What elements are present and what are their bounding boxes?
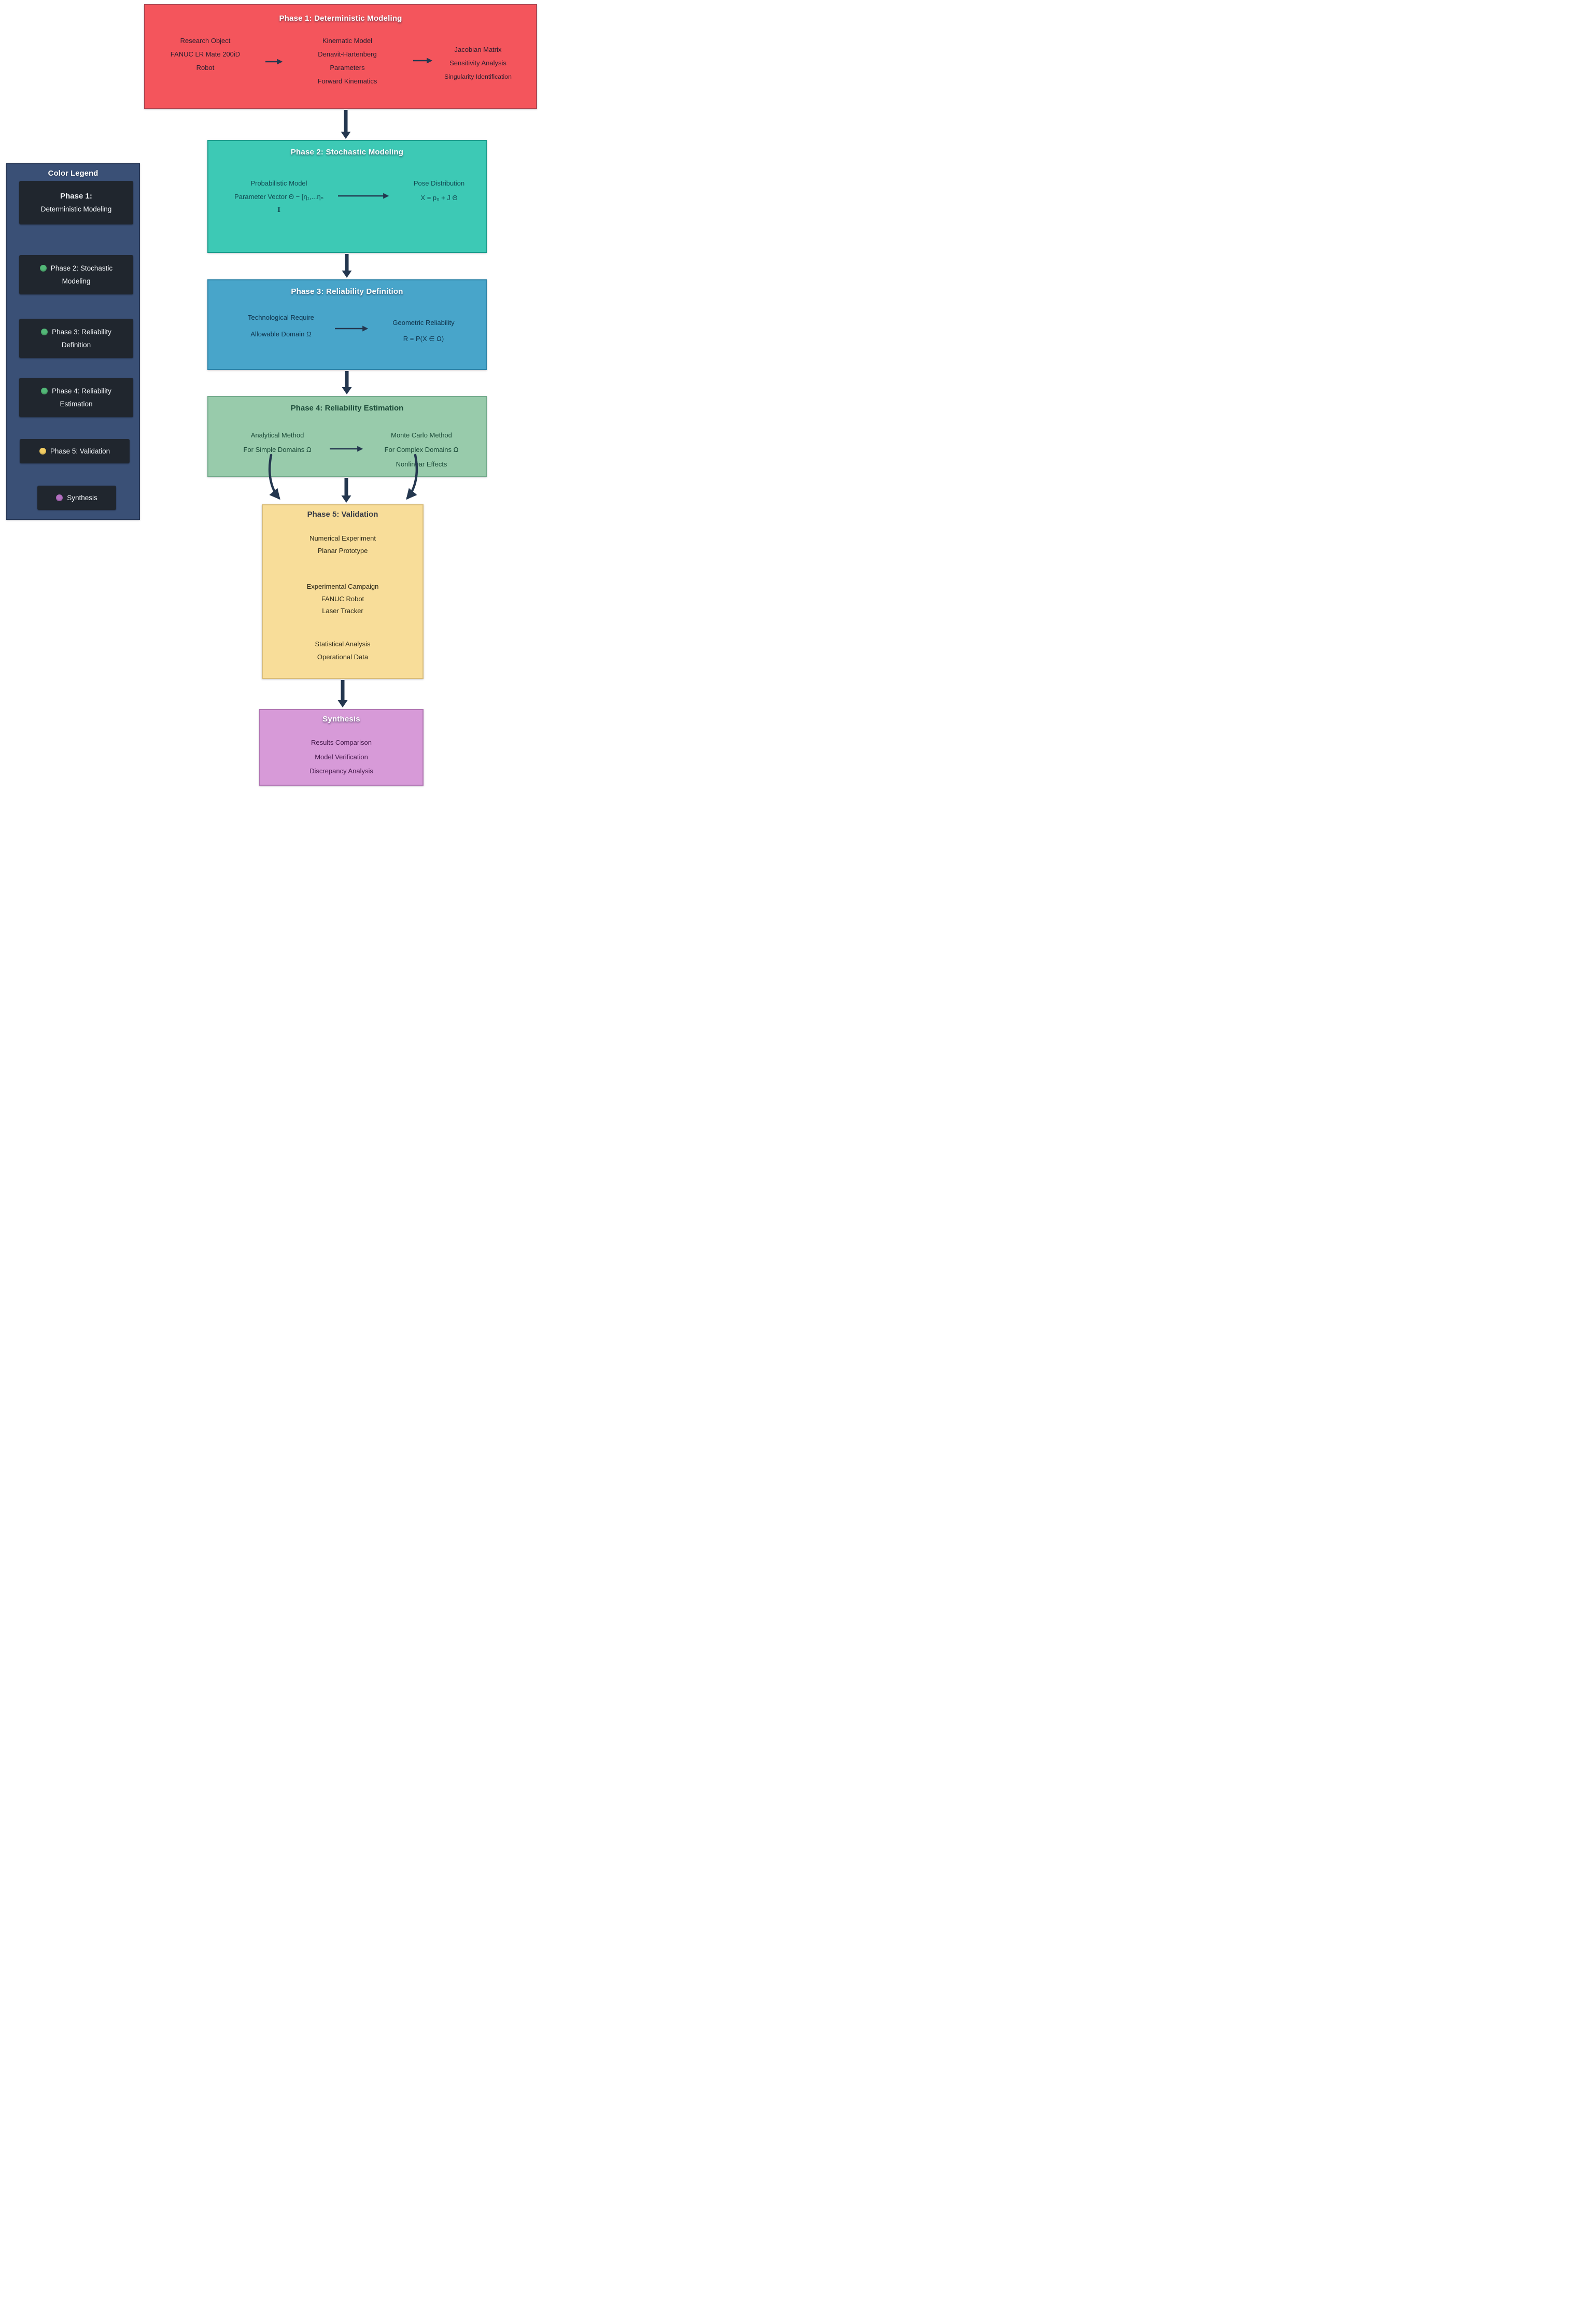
phase1-jacobian-column: Jacobian Matrix Sensitivity Analysis Sin… bbox=[418, 43, 538, 83]
text-line: Experimental Campaign bbox=[306, 583, 379, 590]
phase4-right-column: Monte Carlo Method For Complex Domains Ω… bbox=[364, 428, 479, 472]
synthesis-box: Synthesis Results Comparison Model Verif… bbox=[259, 709, 424, 786]
text-line: FANUC LR Mate 200iD bbox=[170, 50, 241, 58]
phase3-title: Phase 3: Reliability Definition bbox=[291, 287, 403, 296]
phase4-box: Phase 4: Reliability Estimation Analytic… bbox=[207, 396, 487, 477]
text-line: Jacobian Matrix bbox=[454, 46, 502, 53]
phase1-title: Phase 1: Deterministic Modeling bbox=[279, 14, 402, 23]
legend-item-phase4: Phase 4: Reliability Estimation bbox=[19, 378, 133, 417]
legend-label: Deterministic Modeling bbox=[40, 205, 112, 213]
phase1-box: Phase 1: Deterministic Modeling Research… bbox=[144, 4, 537, 109]
text-line: Kinematic Model bbox=[322, 37, 373, 45]
text-line: Singularity Identification bbox=[444, 73, 512, 80]
color-legend-panel: Color Legend Phase 1: Deterministic Mode… bbox=[6, 163, 140, 520]
arrow-phase3-phase4-icon bbox=[342, 371, 352, 394]
text-line: Results Comparison bbox=[311, 739, 372, 746]
arrow-phase4-phase5-icon bbox=[341, 478, 351, 503]
formula-line: X = p₀ + J Θ bbox=[420, 194, 458, 202]
synthesis-lines: Results Comparison Model Verification Di… bbox=[260, 735, 422, 778]
phase5-numerical-group: Numerical Experiment Planar Prototype bbox=[263, 532, 422, 557]
text-line: FANUC Robot bbox=[321, 594, 364, 603]
text-line: Technological Require bbox=[248, 314, 314, 321]
phase2-left-column: Probabilistic Model Parameter Vector Θ −… bbox=[214, 177, 344, 217]
legend-label: Definition bbox=[61, 341, 91, 349]
phase5-experimental-group: Experimental Campaign FANUC Robot Laser … bbox=[263, 580, 422, 617]
text-line: Denavit-Hartenberg bbox=[318, 50, 377, 58]
legend-item-phase2: Phase 2: Stochastic Modeling bbox=[19, 255, 133, 294]
text-line: Allowable Domain Ω bbox=[250, 330, 312, 338]
formula-line: I bbox=[277, 206, 281, 214]
text-line: For Complex Domains Ω bbox=[384, 446, 459, 454]
green-dot-icon bbox=[41, 388, 48, 394]
text-line: Forward Kinematics bbox=[317, 77, 377, 85]
text-line: Research Object bbox=[180, 37, 231, 45]
legend-item-synthesis: Synthesis bbox=[37, 486, 116, 510]
text-line: Geometric Reliability bbox=[392, 319, 455, 327]
text-line: Planar Prototype bbox=[317, 547, 368, 555]
phase3-left-column: Technological Require Allowable Domain Ω bbox=[219, 309, 343, 343]
text-line: Model Verification bbox=[315, 753, 368, 761]
legend-title: Color Legend bbox=[48, 169, 98, 178]
green-dot-icon bbox=[41, 329, 48, 335]
text-line: Statistical Analysis bbox=[315, 640, 371, 648]
text-line: Numerical Experiment bbox=[309, 534, 376, 542]
phase2-box: Phase 2: Stochastic Modeling Probabilist… bbox=[207, 140, 487, 253]
text-line: Sensitivity Analysis bbox=[449, 59, 506, 67]
legend-label: Estimation bbox=[60, 400, 93, 408]
legend-label: Phase 3: Reliability bbox=[52, 328, 111, 336]
legend-item-phase3: Phase 3: Reliability Definition bbox=[19, 319, 133, 358]
text-line: Parameter Vector Θ − [η₁,...ηₙ bbox=[234, 193, 323, 201]
arrow-phase5-synthesis-icon bbox=[337, 680, 348, 707]
phase2-title: Phase 2: Stochastic Modeling bbox=[290, 148, 404, 157]
legend-item-phase5: Phase 5: Validation bbox=[20, 439, 130, 463]
text-line: Laser Tracker bbox=[322, 607, 363, 615]
formula-line: R = P(X ∈ Ω) bbox=[403, 335, 444, 343]
text-line: Discrepancy Analysis bbox=[309, 767, 373, 775]
synthesis-title: Synthesis bbox=[322, 715, 360, 724]
legend-label: Synthesis bbox=[67, 494, 97, 502]
phase5-title: Phase 5: Validation bbox=[307, 510, 378, 519]
phase5-box: Phase 5: Validation Numerical Experiment… bbox=[262, 504, 424, 679]
phase4-left-column: Analytical Method For Simple Domains Ω bbox=[220, 428, 334, 457]
legend-label: Phase 1: bbox=[60, 192, 92, 201]
phase4-title: Phase 4: Reliability Estimation bbox=[290, 404, 404, 413]
text-line: Operational Data bbox=[317, 653, 369, 661]
text-line: Parameters bbox=[330, 64, 365, 72]
legend-label: Modeling bbox=[62, 277, 91, 285]
legend-label: Phase 2: Stochastic bbox=[50, 264, 113, 272]
flowchart-canvas: Phase 1: Deterministic Modeling Research… bbox=[0, 0, 541, 796]
arrow-phase2-phase3-icon bbox=[342, 254, 352, 278]
phase1-kinematic-column: Kinematic Model Denavit-Hartenberg Param… bbox=[290, 34, 405, 88]
text-line: Probabilistic Model bbox=[250, 179, 307, 187]
yellow-dot-icon bbox=[39, 448, 46, 455]
phase1-research-column: Research Object FANUC LR Mate 200iD Robo… bbox=[150, 34, 260, 75]
text-line: Monte Carlo Method bbox=[391, 431, 452, 439]
phase2-right-column: Pose Distribution X = p₀ + J Θ bbox=[391, 176, 487, 205]
phase3-right-column: Geometric Reliability R = P(X ∈ Ω) bbox=[367, 315, 481, 347]
text-line: Pose Distribution bbox=[413, 179, 465, 187]
text-line: Robot bbox=[196, 64, 215, 72]
purple-dot-icon bbox=[56, 494, 63, 501]
legend-label: Phase 4: Reliability bbox=[52, 387, 111, 395]
phase5-statistical-group: Statistical Analysis Operational Data bbox=[263, 637, 422, 663]
green-dot-icon bbox=[39, 265, 47, 272]
legend-item-phase1: Phase 1: Deterministic Modeling bbox=[19, 181, 133, 224]
text-line: For Simple Domains Ω bbox=[243, 446, 312, 454]
arrow-phase1-phase2-icon bbox=[341, 110, 351, 139]
legend-label: Phase 5: Validation bbox=[50, 447, 110, 455]
phase3-box: Phase 3: Reliability Definition Technolo… bbox=[207, 279, 487, 370]
text-line: Analytical Method bbox=[250, 431, 304, 439]
text-line: Nonlinear Effects bbox=[396, 460, 447, 468]
